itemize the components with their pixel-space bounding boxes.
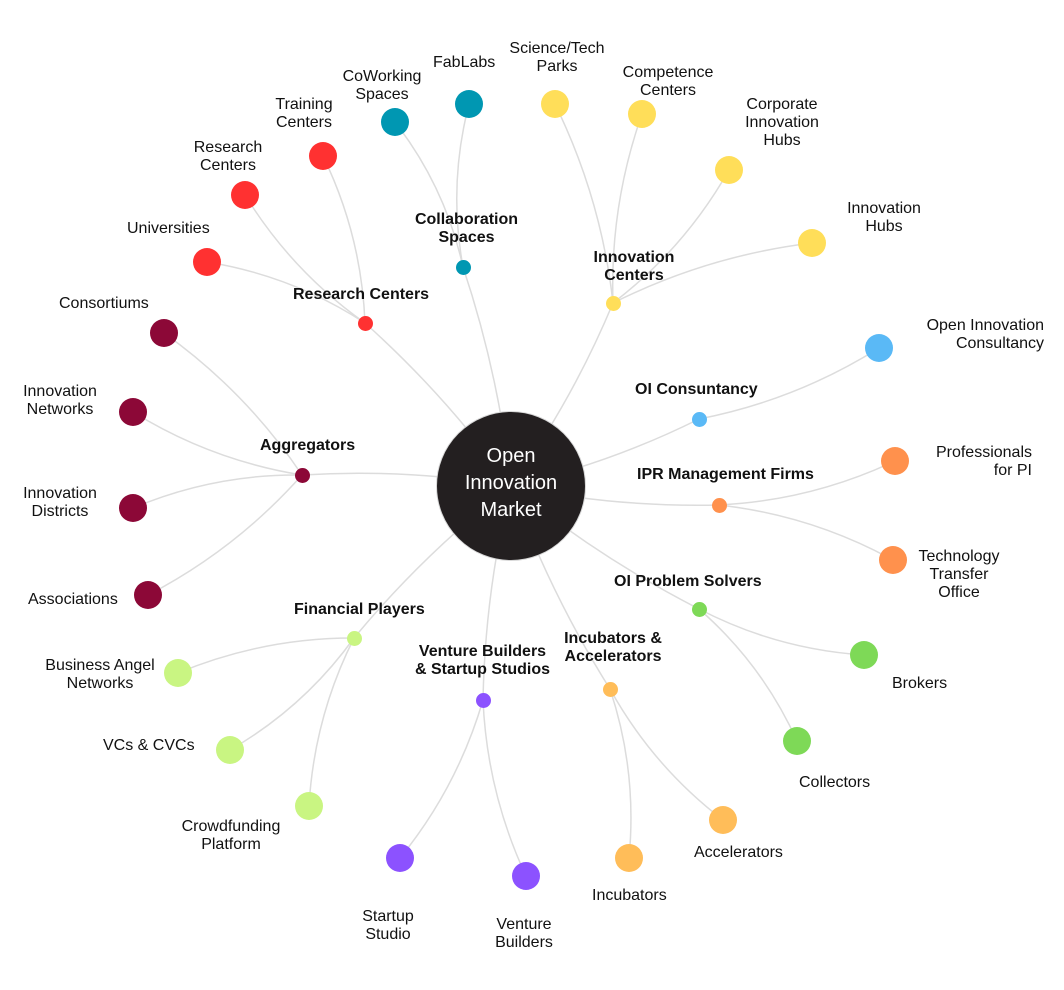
link-aggregators-to-innovation-districts: [132, 474, 303, 509]
oi-consultancy-hub-node: [691, 411, 707, 427]
professionals-for-pi-label: Professionals for PI: [935, 444, 1032, 479]
open-innovation-consultancy-node: [865, 334, 893, 362]
link-financial-players-to-crowdfunding-platform: [308, 637, 355, 807]
science-tech-parks-node: [541, 90, 569, 118]
link-ipr-management-firms-to-technology-transfer-office: [718, 504, 894, 561]
technology-transfer-office-label: Technology Transfer Office: [918, 548, 1000, 601]
professionals-for-pi-node: [881, 447, 909, 475]
competence-centers-node: [628, 100, 656, 128]
collectors-label: Collectors: [799, 774, 871, 791]
research-centers-leaf-node: [231, 181, 259, 209]
vcs-cvcs-label: VCs & CVCs: [103, 737, 195, 754]
incubators-accelerators-hub-node: [602, 681, 618, 697]
competence-centers-label: Competence Centers: [622, 64, 714, 99]
open-innovation-consultancy-label: Open Innovation Consultancy: [926, 317, 1044, 352]
link-incubators-accelerators-to-incubators: [609, 688, 632, 859]
innovation-networks-label: Innovation Networks: [23, 383, 97, 418]
technology-transfer-office-node: [879, 546, 907, 574]
innovation-districts-node: [119, 494, 147, 522]
link-research-centers-to-research-centers-leaf: [244, 194, 366, 324]
link-innovation-centers-to-science-tech-parks: [554, 103, 614, 304]
center-label: Open Innovation Market: [464, 445, 558, 521]
accelerators-node: [709, 806, 737, 834]
innovation-hubs-node: [798, 229, 826, 257]
venture-builders-node: [512, 862, 540, 890]
consortiums-label: Consortiums: [59, 295, 149, 312]
oi-consultancy-hub-label: OI Consuntancy: [635, 381, 758, 398]
brokers-node: [850, 641, 878, 669]
link-innovation-centers-to-competence-centers: [611, 113, 643, 304]
incubators-accelerators-hub-label: Incubators & Accelerators: [564, 630, 662, 665]
innovation-networks-node: [119, 398, 147, 426]
venture-builders-startup-studios-hub-label: Venture Builders & Startup Studios: [414, 643, 551, 678]
ipr-management-firms-hub-label: IPR Management Firms: [637, 466, 814, 483]
link-oi-problem-solvers-to-collectors: [698, 608, 798, 742]
link-innovation-centers-to-corporate-innovation-hubs: [612, 169, 730, 304]
link-oi-problem-solvers-to-brokers: [698, 608, 865, 656]
crowdfunding-platform-node: [295, 792, 323, 820]
corporate-innovation-hubs-label: Corporate Innovation Hubs: [745, 96, 819, 149]
coworking-spaces-node: [381, 108, 409, 136]
link-incubators-accelerators-to-accelerators: [609, 688, 724, 821]
link-research-centers-to-training-centers: [322, 155, 366, 324]
associations-label: Associations: [28, 591, 118, 608]
financial-players-hub-node: [346, 630, 362, 646]
center-node: Open Innovation Market: [436, 411, 586, 561]
link-collaboration-spaces-to-coworking-spaces: [394, 121, 464, 268]
innovation-districts-label: Innovation Districts: [23, 485, 97, 520]
innovation-centers-hub-label: Innovation Centers: [593, 249, 675, 284]
consortiums-node: [150, 319, 178, 347]
venture-builders-startup-studios-hub-node: [475, 692, 491, 708]
innovation-hubs-label: Innovation Hubs: [847, 200, 921, 235]
link-collaboration-spaces-to-fablabs: [456, 103, 470, 268]
science-tech-parks-label: Science/Tech Parks: [509, 40, 605, 75]
oi-problem-solvers-hub-node: [691, 601, 707, 617]
crowdfunding-platform-label: Crowdfunding Platform: [181, 818, 281, 853]
collaboration-spaces-hub-node: [455, 259, 471, 275]
incubators-label: Incubators: [592, 887, 667, 904]
ipr-management-firms-hub-node: [711, 497, 727, 513]
link-aggregators-to-consortiums: [163, 332, 303, 476]
aggregators-hub-label: Aggregators: [260, 437, 356, 454]
business-angel-networks-node: [164, 659, 192, 687]
fablabs-label: FabLabs: [433, 54, 496, 71]
startup-studio-label: Startup Studio: [362, 908, 414, 943]
link-venture-builders-startup-studios-to-venture-builders: [482, 699, 527, 877]
vcs-cvcs-node: [216, 736, 244, 764]
training-centers-node: [309, 142, 337, 170]
universities-node: [193, 248, 221, 276]
fablabs-node: [455, 90, 483, 118]
link-ipr-management-firms-to-professionals-for-pi: [718, 460, 896, 506]
link-aggregators-to-innovation-networks: [132, 411, 303, 476]
associations-node: [134, 581, 162, 609]
business-angel-networks-label: Business Angel Networks: [45, 657, 155, 692]
research-centers-hub-node: [357, 315, 373, 331]
oi-problem-solvers-hub-label: OI Problem Solvers: [614, 573, 762, 590]
research-centers-leaf-label: Research Centers: [193, 139, 263, 174]
collaboration-spaces-hub-label: Collaboration Spaces: [414, 211, 519, 246]
link-research-centers-to-universities: [206, 261, 366, 324]
brokers-label: Brokers: [892, 675, 948, 692]
venture-builders-label: Venture Builders: [495, 916, 553, 951]
incubators-node: [615, 844, 643, 872]
accelerators-label: Accelerators: [694, 844, 783, 861]
link-aggregators-to-associations: [147, 474, 303, 596]
training-centers-label: Training Centers: [275, 96, 333, 131]
coworking-spaces-label: CoWorking Spaces: [342, 68, 422, 103]
link-financial-players-to-business-angel-networks: [177, 637, 355, 674]
link-innovation-centers-to-innovation-hubs: [612, 242, 813, 304]
link-oi-consultancy-to-open-innovation-consultancy: [698, 347, 880, 420]
innovation-centers-hub-node: [605, 295, 621, 311]
link-venture-builders-startup-studios-to-startup-studio: [399, 699, 484, 859]
startup-studio-node: [386, 844, 414, 872]
link-financial-players-to-vcs-cvcs: [229, 637, 355, 751]
financial-players-hub-label: Financial Players: [294, 601, 425, 618]
universities-label: Universities: [127, 220, 210, 237]
research-centers-hub-label: Research Centers: [293, 286, 430, 303]
aggregators-hub-node: [294, 467, 310, 483]
corporate-innovation-hubs-node: [715, 156, 743, 184]
collectors-node: [783, 727, 811, 755]
